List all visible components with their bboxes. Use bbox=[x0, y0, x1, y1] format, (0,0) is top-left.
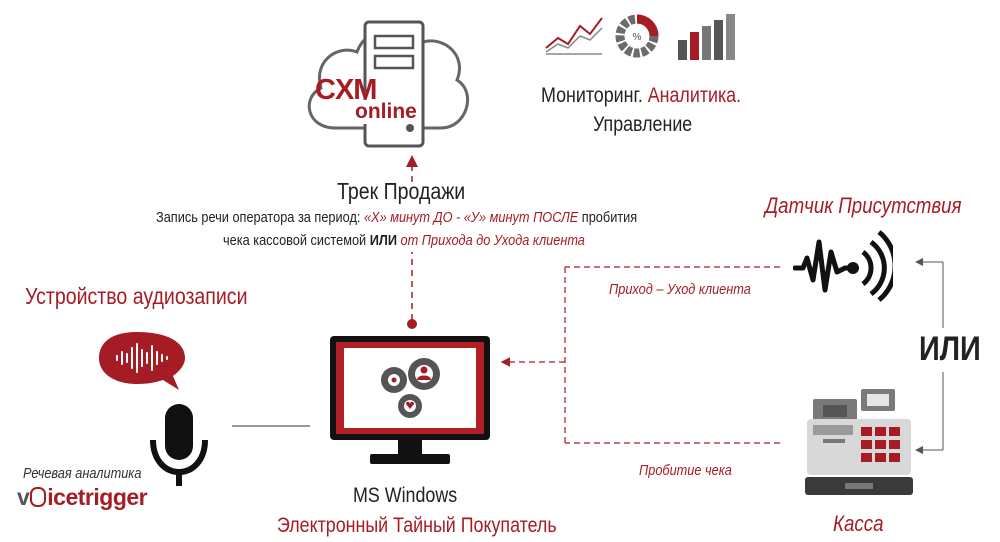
svg-text:%: % bbox=[633, 32, 642, 43]
monitoring-text: Мониторинг. bbox=[541, 84, 648, 107]
microphone-icon bbox=[145, 402, 213, 490]
audio-device-title: Устройство аудиозаписи bbox=[25, 283, 248, 309]
track-title: Трек Продажи bbox=[337, 178, 466, 204]
monitoring-line2: Управление bbox=[593, 113, 693, 136]
cloud-server: CXM online bbox=[295, 0, 475, 150]
presence-sensor-icon bbox=[793, 228, 893, 304]
line-chart-icon bbox=[544, 14, 604, 58]
analytics-text: Аналитика. bbox=[647, 84, 742, 107]
arrival-label: Приход – Уход клиента bbox=[609, 281, 751, 298]
register-title: Касса bbox=[833, 511, 884, 536]
pc-os-label: MS Windows bbox=[353, 484, 458, 507]
track-desc-line1: Запись речи оператора за период: «Х» мин… bbox=[156, 209, 638, 226]
receipt-label: Пробитие чека bbox=[639, 462, 732, 479]
cash-register-icon bbox=[805, 385, 913, 497]
sensor-title: Датчик Присутствия bbox=[765, 193, 962, 218]
monitor-icon bbox=[328, 318, 492, 470]
brand-online: online bbox=[355, 100, 417, 124]
or-label: ИЛИ bbox=[919, 330, 981, 368]
pc-name-label: Электронный Тайный Покупатель bbox=[277, 514, 557, 537]
speech-analytics-caption: Речевая аналитика bbox=[23, 465, 142, 482]
logo-mic-icon bbox=[30, 487, 47, 507]
percent-donut-icon: % bbox=[613, 12, 661, 60]
bar-chart-icon bbox=[676, 12, 740, 60]
track-desc-line2: чека кассовой системой ИЛИ от Прихода до… bbox=[223, 232, 585, 249]
monitoring-line1: Мониторинг. Аналитика. bbox=[541, 84, 741, 108]
speech-bubble-waveform-icon bbox=[97, 328, 187, 394]
